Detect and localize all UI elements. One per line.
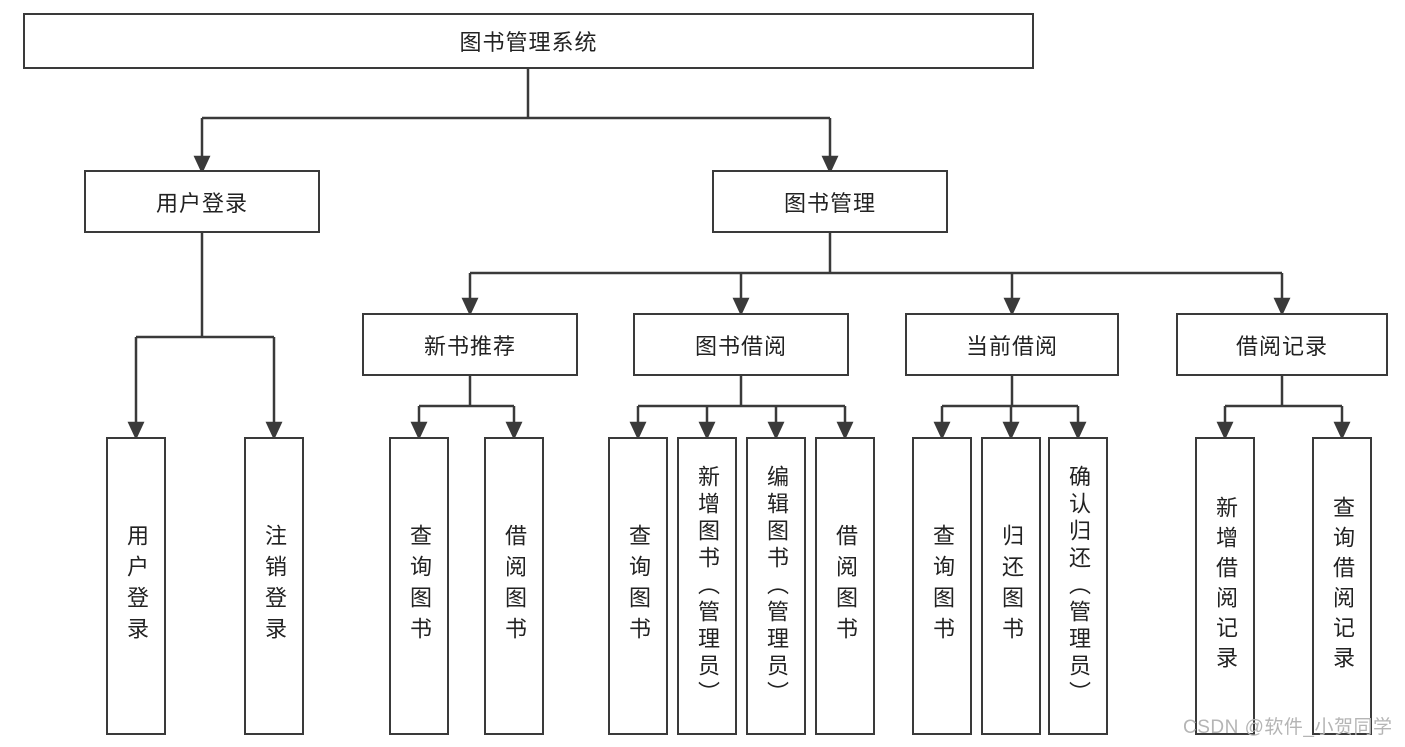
- arrowhead-icon: [127, 421, 145, 440]
- connector-book-borrow-children: [629, 376, 854, 440]
- arrowhead-icon: [821, 155, 839, 174]
- arrowhead-icon: [505, 421, 523, 440]
- node-root-library-system: 图书管理系统: [23, 13, 1034, 69]
- node-label: 图书管理: [783, 190, 876, 216]
- leaf-records-query-record: 查询借阅记录: [1312, 437, 1372, 735]
- node-label: 查询图书: [626, 524, 651, 648]
- node-label: 图书借阅: [694, 333, 787, 359]
- leaf-current-query-books: 查询图书: [912, 437, 972, 735]
- arrowhead-icon: [410, 421, 428, 440]
- node-label: 新增图书（管理员）: [695, 464, 720, 708]
- node-label: 确认归还（管理员）: [1066, 464, 1091, 708]
- arrowhead-icon: [767, 421, 785, 440]
- leaf-borrow-borrow-books: 借阅图书: [815, 437, 875, 735]
- node-label: 新书推荐: [423, 333, 516, 359]
- arrowhead-icon: [629, 421, 647, 440]
- leaf-user-login: 用户登录: [106, 437, 166, 735]
- arrowhead-icon: [836, 421, 854, 440]
- connector-book-management-children: [461, 233, 1291, 316]
- node-book-borrow: 图书借阅: [633, 313, 849, 376]
- connector-new-book-children: [410, 376, 523, 440]
- node-label: 借阅图书: [833, 524, 858, 648]
- arrowhead-icon: [1216, 421, 1234, 440]
- leaf-newbook-borrow-books: 借阅图书: [484, 437, 544, 735]
- connector-root-to-level2: [193, 69, 839, 174]
- node-label: 查询借阅记录: [1330, 496, 1355, 676]
- leaf-records-add-record: 新增借阅记录: [1195, 437, 1255, 735]
- arrowhead-icon: [1003, 297, 1021, 316]
- arrowhead-icon: [1002, 421, 1020, 440]
- node-user-login: 用户登录: [84, 170, 320, 233]
- node-label: 当前借阅: [965, 333, 1058, 359]
- arrowhead-icon: [933, 421, 951, 440]
- node-label: 用户登录: [155, 190, 248, 216]
- connector-borrow-records-children: [1216, 376, 1351, 440]
- node-label: 图书管理系统: [459, 30, 598, 55]
- node-borrow-records: 借阅记录: [1176, 313, 1388, 376]
- leaf-current-return-books: 归还图书: [981, 437, 1041, 735]
- node-book-management: 图书管理: [712, 170, 948, 233]
- leaf-logout: 注销登录: [244, 437, 304, 735]
- connector-user-login-children: [127, 233, 283, 440]
- node-label: 借阅图书: [502, 524, 527, 648]
- arrowhead-icon: [698, 421, 716, 440]
- arrowhead-icon: [193, 155, 211, 174]
- node-label: 用户登录: [124, 524, 149, 648]
- connector-current-borrow-children: [933, 376, 1087, 440]
- arrowhead-icon: [732, 297, 750, 316]
- leaf-borrow-add-books-admin: 新增图书（管理员）: [677, 437, 737, 735]
- node-label: 注销登录: [262, 524, 287, 648]
- node-new-book-recommend: 新书推荐: [362, 313, 578, 376]
- leaf-current-confirm-return-admin: 确认归还（管理员）: [1048, 437, 1108, 735]
- csdn-watermark: CSDN @软件_小贺同学: [1183, 717, 1393, 738]
- node-label: 查询图书: [407, 524, 432, 648]
- node-label: 编辑图书（管理员）: [764, 464, 789, 708]
- leaf-borrow-query-books: 查询图书: [608, 437, 668, 735]
- node-label: 借阅记录: [1235, 333, 1328, 359]
- arrowhead-icon: [1333, 421, 1351, 440]
- arrowhead-icon: [461, 297, 479, 316]
- node-label: 归还图书: [999, 524, 1024, 648]
- arrowhead-icon: [265, 421, 283, 440]
- leaf-newbook-query-books: 查询图书: [389, 437, 449, 735]
- arrowhead-icon: [1273, 297, 1291, 316]
- leaf-borrow-edit-books-admin: 编辑图书（管理员）: [746, 437, 806, 735]
- node-current-borrow: 当前借阅: [905, 313, 1119, 376]
- node-label: 新增借阅记录: [1213, 496, 1238, 676]
- arrowhead-icon: [1069, 421, 1087, 440]
- node-label: 查询图书: [930, 524, 955, 648]
